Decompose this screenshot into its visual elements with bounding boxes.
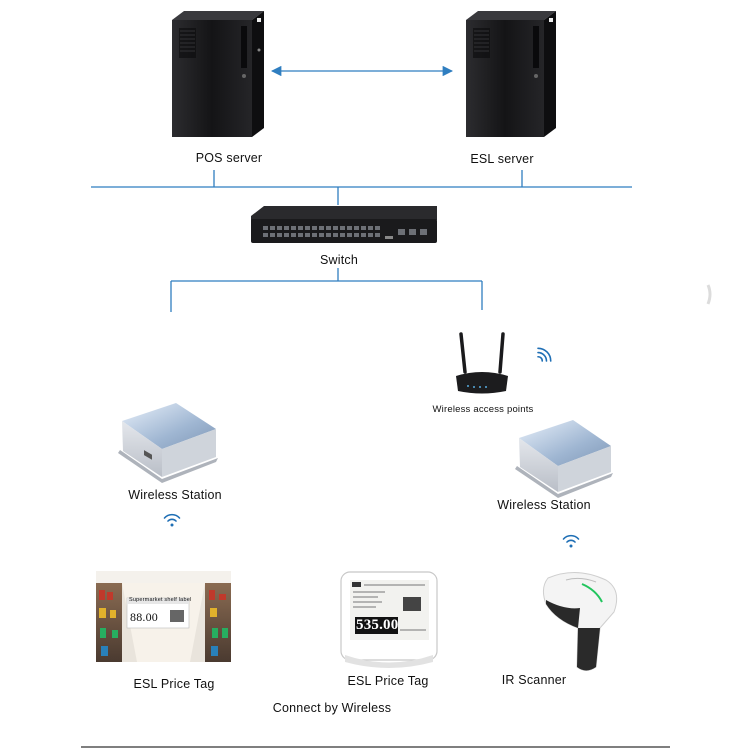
shelf-label-price: 88.00 bbox=[130, 610, 158, 624]
wireless-station-box-icon bbox=[515, 420, 613, 498]
pos-server-label: POS server bbox=[195, 151, 263, 165]
wifi-signal-icon bbox=[163, 513, 181, 527]
network-switch-icon bbox=[251, 206, 437, 243]
wireless-station-right-label: Wireless Station bbox=[497, 498, 591, 512]
connect-by-wireless-label: Connect by Wireless bbox=[272, 701, 392, 715]
esl-server-label: ESL server bbox=[470, 152, 534, 166]
store-shelf-photo bbox=[96, 571, 231, 662]
wifi-signal-icon bbox=[562, 534, 580, 548]
edge-mark bbox=[706, 284, 712, 305]
shelf-label-header: Supermarket shelf label bbox=[129, 597, 192, 603]
esl-server-icon bbox=[466, 11, 556, 137]
wifi-router-icon bbox=[456, 332, 508, 394]
epaper-tag-icon bbox=[340, 571, 438, 668]
esl-price-tag-center-label: ESL Price Tag bbox=[347, 674, 429, 688]
switch-label: Switch bbox=[319, 253, 359, 267]
connection-lines bbox=[91, 65, 632, 312]
wireless-station-left-label: Wireless Station bbox=[128, 488, 222, 502]
esl-price-tag-left-label: ESL Price Tag bbox=[133, 677, 215, 691]
wireless-access-points-label: Wireless access points bbox=[432, 404, 534, 415]
tag-price: 535.00 bbox=[356, 617, 399, 633]
barcode-scanner-icon bbox=[542, 572, 618, 671]
pos-server-icon bbox=[172, 11, 264, 137]
wifi-signal-icon bbox=[537, 347, 552, 362]
ir-scanner-label: IR Scanner bbox=[501, 673, 567, 687]
wireless-station-box-icon bbox=[118, 403, 218, 483]
